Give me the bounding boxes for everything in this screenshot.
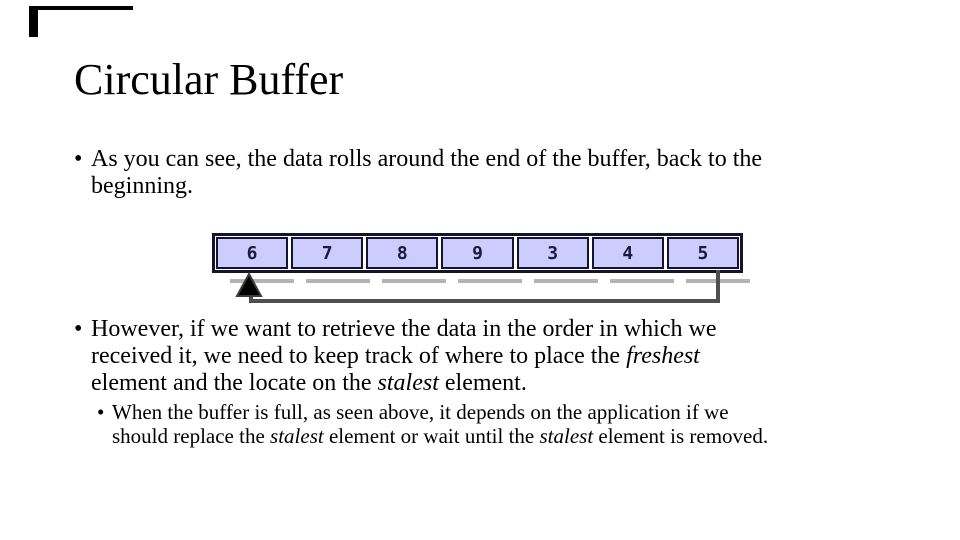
- subbullet-line1: When the buffer is full, as seen above, …: [112, 400, 729, 424]
- wrap-arrow-line: [249, 270, 720, 303]
- bullet2-line3-text: element and the locate on the: [91, 370, 378, 396]
- buffer-cell-0: 6: [216, 237, 289, 269]
- bullet2-line3-tail: element.: [438, 370, 527, 396]
- slide-title: Circular Buffer: [74, 55, 344, 104]
- circular-buffer-diagram: 6 7 8 9 3 4 5: [212, 233, 743, 273]
- bullet-item-1: • As you can see, the data rolls around …: [74, 146, 762, 200]
- bullet2-freshest-word: freshest: [626, 343, 700, 369]
- buffer-cell-2: 8: [366, 237, 439, 269]
- bullet-marker: •: [97, 400, 105, 424]
- bullet2-line3: element and the locate on the stalest el…: [91, 370, 716, 397]
- buffer-cell-5: 4: [591, 237, 664, 269]
- bullet-marker: •: [74, 146, 83, 172]
- bullet2-line2-text: received it, we need to keep track of wh…: [91, 343, 627, 369]
- bullet-item-2: • However, if we want to retrieve the da…: [74, 316, 716, 397]
- subbullet-stalest-word-1: stalest: [270, 424, 324, 448]
- frame-corner-vertical: [29, 6, 38, 37]
- wrap-arrowhead-icon: [235, 271, 263, 297]
- wrap-around-arrow-layer: [230, 270, 750, 303]
- subbullet-line2-mid: element or wait until the: [323, 424, 540, 448]
- subbullet-stalest-word-2: stalest: [539, 424, 594, 448]
- bullet1-line2: beginning.: [91, 173, 193, 199]
- buffer-cell-3: 9: [441, 237, 514, 269]
- subbullet-line2: should replace the stalest element or wa…: [112, 424, 768, 448]
- bullet1-line1: As you can see, the data rolls around th…: [91, 146, 763, 172]
- bullet2-line2: received it, we need to keep track of wh…: [91, 343, 716, 370]
- bullet-marker: •: [74, 316, 83, 342]
- bullet2-stalest-word: stalest: [377, 370, 439, 396]
- sub-bullet-item: • When the buffer is full, as seen above…: [97, 400, 768, 448]
- buffer-cell-1: 7: [291, 237, 364, 269]
- subbullet-line2-tail: element is removed.: [593, 424, 769, 448]
- bullet-text: However, if we want to retrieve the data…: [91, 316, 716, 397]
- buffer-cell-6: 5: [666, 237, 739, 269]
- frame-corner-horizontal: [29, 6, 133, 10]
- buffer-cell-4: 3: [516, 237, 589, 269]
- sub-bullet-text: When the buffer is full, as seen above, …: [112, 400, 768, 448]
- subbullet-line2-text: should replace the: [112, 424, 271, 448]
- bullet-text: As you can see, the data rolls around th…: [91, 146, 762, 200]
- bullet2-line1: However, if we want to retrieve the data…: [91, 316, 717, 342]
